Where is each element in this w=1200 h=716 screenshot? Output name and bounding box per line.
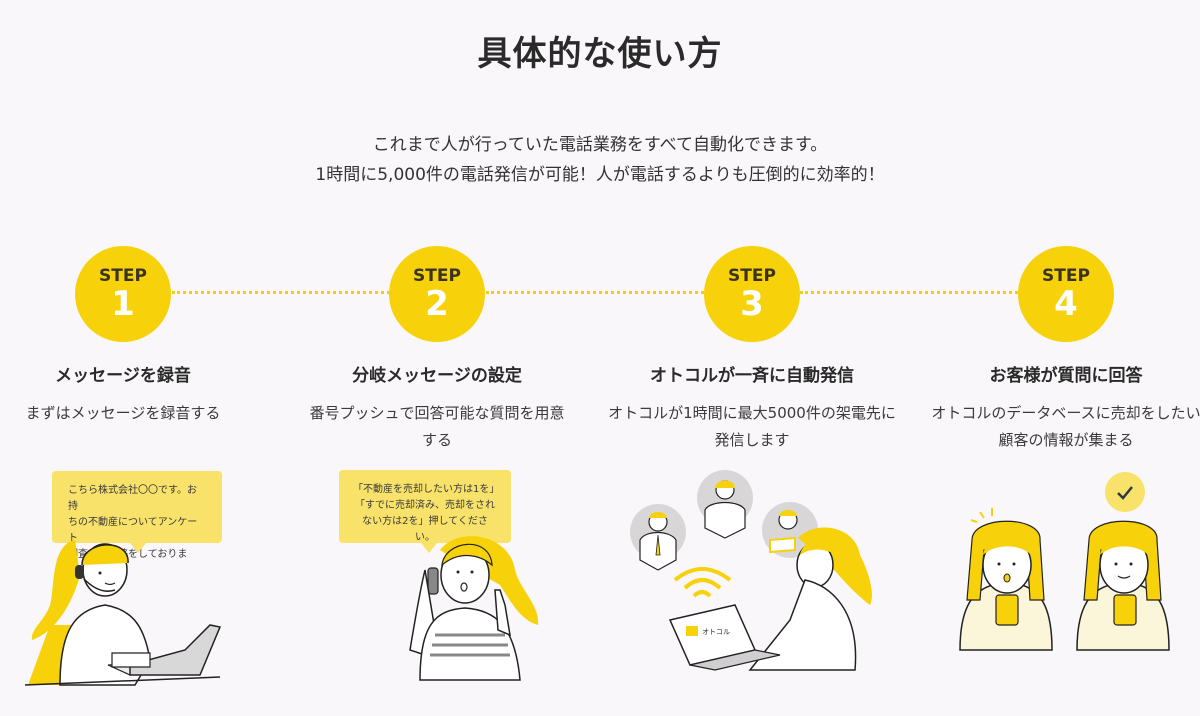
bubble-line: ちの不動産についてアンケート bbox=[68, 517, 198, 544]
step-description: オトコルのデータベースに売却をしたい顧客の情報が集まる bbox=[931, 404, 1200, 449]
step-1-text: メッセージを録音 まずはメッセージを録音する bbox=[0, 362, 273, 427]
auto-call-illustration: オトコル bbox=[630, 470, 872, 671]
step-label: STEP bbox=[413, 266, 461, 286]
step-2-text: 分岐メッセージの設定 番号プッシュで回答可能な質問を用意する bbox=[287, 362, 587, 454]
step-label: STEP bbox=[728, 266, 776, 286]
step-3-text: オトコルが一斉に自動発信 オトコルが1時間に最大5000件の架電先に発信します bbox=[602, 362, 902, 454]
section-title: 具体的な使い方 bbox=[477, 34, 723, 74]
woman-phone-pointing-illustration bbox=[409, 536, 539, 681]
step-badge-3: STEP 3 bbox=[704, 246, 800, 342]
step-badge-1: STEP 1 bbox=[75, 246, 171, 342]
step-number: 4 bbox=[1054, 284, 1078, 324]
bubble-line: 「すでに売却済み、売却をされ bbox=[354, 500, 496, 511]
step-description: オトコルが1時間に最大5000件の架電先に発信します bbox=[608, 404, 896, 449]
step-connector-2-3 bbox=[486, 291, 704, 294]
laptop-logo-text: オトコル bbox=[702, 628, 730, 636]
lead-line-2: 1時間に5,000件の電話発信が可能！人が電話するよりも圧倒的に効率的！ bbox=[315, 165, 885, 185]
bubble-line: ない方は2を」押してください。 bbox=[362, 516, 488, 543]
bubble-line: 「不動産を売却したい方は1を」 bbox=[353, 484, 500, 495]
step-badge-2: STEP 2 bbox=[389, 246, 485, 342]
lead-line-1: これまで人が行っていた電話業務をすべて自動化できます。 bbox=[372, 135, 828, 155]
step-number: 2 bbox=[425, 284, 449, 324]
bubble-line: こちら株式会社〇〇です。お持 bbox=[68, 485, 197, 512]
woman-headset-laptop-illustration bbox=[24, 540, 222, 686]
step-title: 分岐メッセージの設定 bbox=[352, 366, 522, 386]
speech-bubble-step-2: 「不動産を売却したい方は1を」 「すでに売却済み、売却をされ ない方は2を」押し… bbox=[339, 470, 511, 553]
step-title: オトコルが一斉に自動発信 bbox=[650, 366, 854, 386]
step-label: STEP bbox=[99, 266, 147, 286]
step-number: 3 bbox=[740, 284, 764, 324]
customers-smartphones-illustration bbox=[959, 472, 1170, 651]
speech-bubble-step-1: こちら株式会社〇〇です。お持 ちの不動産についてアンケート 調査のご連絡をしてお… bbox=[52, 471, 222, 576]
step-title: お客様が質問に回答 bbox=[989, 366, 1143, 386]
step-4-text: お客様が質問に回答 オトコルのデータベースに売却をしたい顧客の情報が集まる bbox=[916, 362, 1200, 454]
step-label: STEP bbox=[1042, 266, 1090, 286]
step-description: まずはメッセージを録音する bbox=[25, 404, 221, 422]
section-lead: これまで人が行っていた電話業務をすべて自動化できます。 1時間に5,000件の電… bbox=[0, 130, 1200, 190]
step-connector-3-4 bbox=[800, 291, 1018, 294]
step-connector-1-2 bbox=[172, 291, 390, 294]
step-badge-4: STEP 4 bbox=[1018, 246, 1114, 342]
step-description: 番号プッシュで回答可能な質問を用意する bbox=[309, 404, 565, 449]
step-number: 1 bbox=[111, 284, 135, 324]
step-title: メッセージを録音 bbox=[55, 366, 191, 386]
